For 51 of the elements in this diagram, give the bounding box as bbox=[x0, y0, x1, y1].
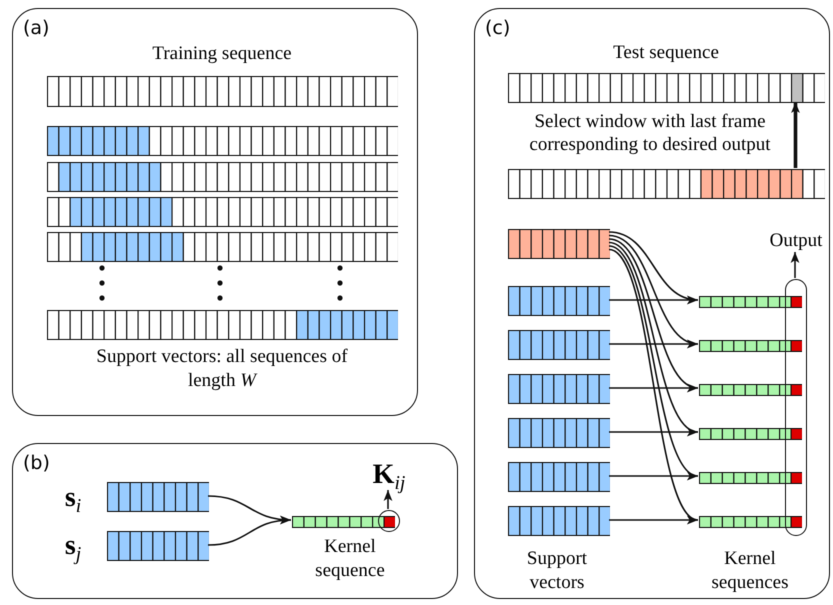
highlight-circle bbox=[378, 510, 400, 532]
arrow bbox=[609, 340, 698, 348]
sequence-bar bbox=[508, 418, 610, 448]
sequence-bar bbox=[47, 232, 398, 262]
sequence-bar bbox=[47, 126, 398, 156]
sequence-bar bbox=[47, 76, 398, 107]
panel bbox=[474, 8, 830, 599]
sequence-bar bbox=[47, 162, 398, 192]
sequence-bar bbox=[508, 229, 610, 259]
arrow bbox=[609, 516, 698, 524]
sequence-bar bbox=[47, 310, 398, 340]
arrow bbox=[609, 384, 698, 392]
sequence-bar bbox=[107, 482, 209, 512]
sequence-bar bbox=[47, 197, 398, 227]
panel-label: (b) bbox=[23, 452, 50, 474]
caption-text: Kernel sequence bbox=[314, 535, 386, 583]
sequence-bar bbox=[508, 506, 610, 536]
sequence-bar bbox=[699, 427, 802, 439]
math-symbol: s$_{i}$ bbox=[64, 483, 82, 519]
arrow bbox=[609, 428, 698, 436]
caption-text: Test sequence bbox=[612, 41, 720, 65]
sequence-bar bbox=[508, 286, 610, 316]
output-label: Output bbox=[763, 229, 829, 253]
arrow bbox=[790, 252, 800, 278]
caption-text: Kernel sequences bbox=[710, 547, 790, 595]
caption-text: Support vectors: all sequences of length W bbox=[95, 345, 349, 393]
sequence-bar bbox=[699, 295, 802, 307]
sequence-bar bbox=[508, 330, 610, 360]
arrow bbox=[208, 516, 292, 546]
caption-text: Support vectors bbox=[526, 547, 588, 595]
sequence-bar bbox=[699, 515, 802, 527]
panel bbox=[12, 8, 418, 416]
panel-label: (a) bbox=[23, 17, 50, 39]
caption-text: Training sequence bbox=[151, 42, 293, 66]
sequence-bar bbox=[699, 471, 802, 483]
math-symbol: s$_{j}$ bbox=[64, 531, 82, 567]
sequence-bar bbox=[292, 515, 395, 527]
sequence-bar bbox=[508, 462, 610, 492]
sequence-bar bbox=[107, 531, 209, 561]
arrow bbox=[609, 296, 698, 304]
arrow bbox=[791, 102, 800, 168]
sequence-bar bbox=[699, 383, 802, 395]
sequence-bar bbox=[508, 169, 825, 199]
sequence-bar bbox=[508, 73, 825, 103]
panel-label: (c) bbox=[485, 17, 510, 39]
arrow bbox=[384, 490, 392, 509]
math-symbol: K$_{ij}$ bbox=[361, 459, 417, 491]
panel bbox=[12, 443, 458, 599]
arrow bbox=[609, 472, 698, 480]
sequence-bar bbox=[508, 374, 610, 404]
sequence-bar bbox=[699, 339, 802, 351]
